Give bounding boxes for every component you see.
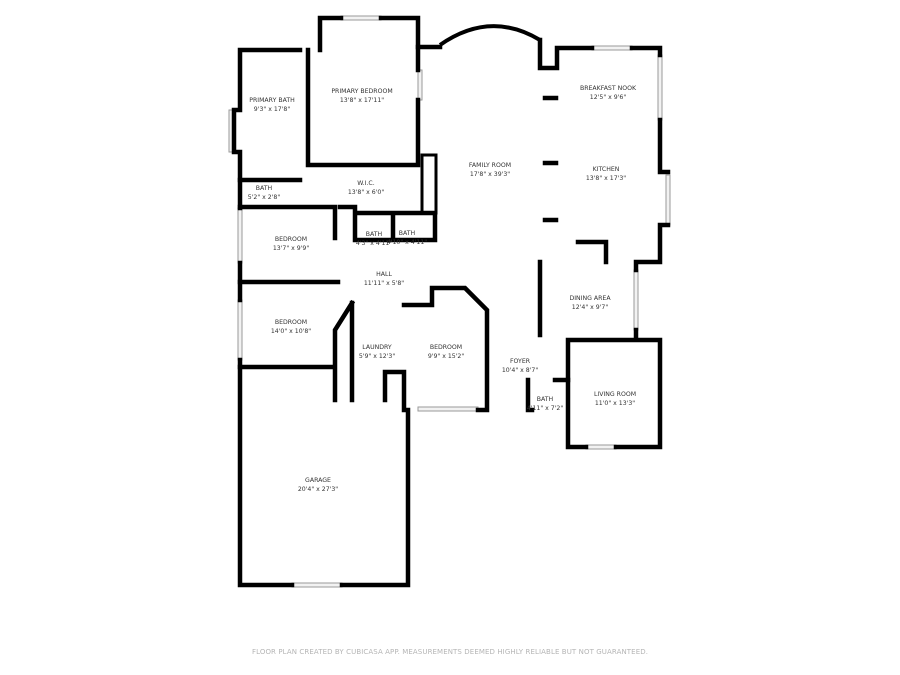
- room-name: BREAKFAST NOOK: [579, 85, 637, 92]
- room-bath-4: BATH 4'11" x 7'2": [527, 395, 563, 413]
- room-name: BATH: [398, 230, 416, 237]
- room-size: 4'11" x 7'2": [526, 405, 564, 412]
- room-breakfast-nook: BREAKFAST NOOK 12'5" x 9'6": [580, 84, 636, 102]
- room-primary-bath: PRIMARY BATH 9'3" x 17'8": [249, 96, 295, 114]
- walls: [231, 15, 671, 588]
- room-bedroom-3: BEDROOM 9'9" x 15'2": [428, 343, 464, 361]
- room-size: 11'0" x 13'3": [594, 400, 636, 407]
- room-size: 17'8" x 39'3": [469, 171, 511, 178]
- room-size: 13'7" x 9'9": [272, 245, 310, 252]
- room-wic: W.I.C. 13'8" x 6'0": [348, 179, 384, 197]
- room-name: KITCHEN: [592, 166, 620, 173]
- room-name: W.I.C.: [357, 180, 375, 187]
- room-name: BEDROOM: [274, 236, 308, 243]
- room-bath-2: BATH 4'3" x 4'11": [356, 230, 392, 248]
- room-size: 9'3" x 17'8": [253, 106, 291, 113]
- room-foyer: FOYER 10'4" x 8'7": [502, 357, 538, 375]
- room-name: PRIMARY BATH: [249, 97, 295, 104]
- room-bedroom-2: BEDROOM 14'0" x 10'8": [271, 318, 311, 336]
- room-name: LIVING ROOM: [593, 391, 637, 398]
- room-dining-area: DINING AREA 12'4" x 9'7": [569, 294, 610, 312]
- room-name: BATH: [255, 185, 273, 192]
- room-size: 20'4" x 27'3": [297, 486, 339, 493]
- room-name: PRIMARY BEDROOM: [331, 88, 393, 95]
- room-garage: GARAGE 20'4" x 27'3": [298, 476, 338, 494]
- room-size: 10'4" x 8'7": [501, 367, 539, 374]
- room-primary-bedroom: PRIMARY BEDROOM 13'8" x 17'11": [331, 87, 392, 105]
- room-family-room: FAMILY ROOM 17'8" x 39'3": [469, 161, 511, 179]
- room-size: 13'8" x 17'3": [585, 175, 627, 182]
- room-laundry: LAUNDRY 5'9" x 12'3": [359, 343, 395, 361]
- room-name: FAMILY ROOM: [468, 162, 512, 169]
- room-name: BEDROOM: [274, 319, 308, 326]
- room-hall: HALL 11'11" x 5'8": [364, 270, 404, 288]
- room-living-room: LIVING ROOM 11'0" x 13'3": [594, 390, 636, 408]
- room-name: BATH: [365, 231, 383, 238]
- room-name: HALL: [376, 271, 392, 278]
- room-size: 12'5" x 9'6": [589, 94, 627, 101]
- room-bath-3: BATH 4'10" x 4'11": [387, 229, 427, 247]
- room-bedroom-1: BEDROOM 13'7" x 9'9": [273, 235, 309, 253]
- footer-disclaimer: FLOOR PLAN CREATED BY CUBICASA APP. MEAS…: [251, 648, 649, 656]
- room-size: 4'3" x 4'11": [355, 240, 393, 247]
- room-size: 13'8" x 6'0": [347, 189, 385, 196]
- room-size: 12'4" x 9'7": [571, 304, 609, 311]
- room-bath-small: BATH 5'2" x 2'8": [248, 184, 280, 202]
- room-size: 14'0" x 10'8": [270, 328, 312, 335]
- room-size: 11'11" x 5'8": [363, 280, 405, 287]
- room-name: LAUNDRY: [362, 344, 392, 351]
- room-size: 5'2" x 2'8": [247, 194, 281, 201]
- room-size: 5'9" x 12'3": [358, 353, 396, 360]
- room-size: 9'9" x 15'2": [427, 353, 465, 360]
- room-kitchen: KITCHEN 13'8" x 17'3": [586, 165, 626, 183]
- room-name: FOYER: [509, 358, 531, 365]
- room-name: BATH: [536, 396, 554, 403]
- room-name: DINING AREA: [569, 295, 611, 302]
- room-size: 4'10" x 4'11": [386, 239, 428, 246]
- room-name: GARAGE: [305, 477, 331, 484]
- room-size: 13'8" x 17'11": [339, 97, 385, 104]
- room-name: BEDROOM: [429, 344, 463, 351]
